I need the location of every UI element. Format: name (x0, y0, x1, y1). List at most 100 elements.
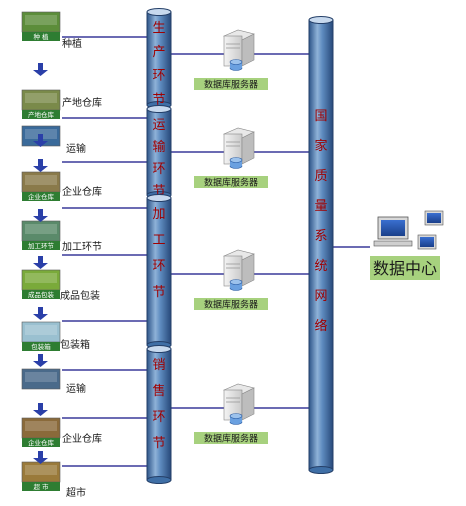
stage-photo-highlight (25, 273, 57, 283)
pipe-bottom (146, 476, 172, 484)
stage-6: 成品包装成品包装 (21, 269, 100, 302)
server-label: 数据库服务器 (204, 299, 258, 311)
arrow-head (33, 70, 48, 76)
server-side (241, 33, 255, 67)
stage-label: 成品包装 (60, 289, 100, 302)
database-server-3: 数据库服务器 (194, 249, 268, 311)
stage-8: 运输 (21, 368, 86, 395)
server-label-bg (194, 432, 268, 444)
stage-label: 运输 (66, 382, 86, 395)
stage-photo-highlight (25, 15, 57, 25)
monitor-screen-small (427, 213, 441, 223)
stage-label: 产地仓库 (62, 96, 102, 109)
network-pipe-bottom (308, 466, 334, 474)
database-server-2: 数据库服务器 (194, 127, 268, 189)
stage-photo-highlight (25, 175, 57, 185)
stage-label: 包装箱 (60, 338, 90, 351)
stage-caption-bg (22, 241, 60, 250)
monitor-screen (381, 220, 405, 236)
stage-10: 超 市 超市 (21, 461, 86, 499)
stage-caption: 超 市 (33, 482, 49, 491)
stage-caption: 包装箱 (31, 342, 51, 351)
stage-label: 加工环节 (62, 241, 102, 253)
stage-photo-highlight (25, 421, 57, 431)
arrow-head (33, 361, 48, 367)
arrow-head (33, 263, 48, 269)
arrow-shaft (38, 256, 43, 264)
arrow-head (33, 314, 48, 320)
down-arrow-icon (33, 159, 48, 172)
arrow-shaft (38, 354, 43, 362)
stage-label: 运输 (66, 142, 86, 155)
stage-9: 企业仓库企业仓库 (21, 417, 102, 447)
pipe-body (146, 197, 172, 346)
down-arrow-icon (33, 354, 48, 367)
arrow-head (33, 166, 48, 172)
monitor-screen-small (420, 237, 434, 247)
stage-caption: 企业仓库 (28, 438, 55, 447)
stage-caption-bg (22, 110, 60, 119)
pipe-top (146, 194, 172, 202)
database-icon-body (230, 62, 242, 68)
arrow-head (33, 216, 48, 222)
arrow-head (33, 410, 48, 416)
pipe-top (146, 105, 172, 113)
pipe-1: 生产环节 (146, 8, 172, 109)
stage-7: 包装箱包装箱 (21, 321, 90, 351)
keyboard-icon (373, 240, 413, 247)
data-center-label: 数据中心 (373, 259, 437, 278)
stage-4: 企业仓库企业仓库 (21, 171, 102, 201)
database-icon-body (230, 160, 242, 166)
server-label-bg (194, 78, 268, 90)
network-pipe: 国家质量系统网络 (308, 16, 334, 474)
stage-caption: 产地仓库 (28, 110, 55, 119)
stage-label: 种植 (62, 37, 82, 50)
stage-photo (21, 368, 61, 390)
database-icon-body (230, 282, 242, 288)
stage-caption: 成品包装 (28, 290, 55, 299)
stage-photo-highlight (25, 325, 57, 335)
down-arrow-icon (33, 403, 48, 416)
database-icon-top (229, 157, 243, 163)
pipe-top (146, 345, 172, 353)
pipe-label: 加工环节 (152, 207, 165, 300)
stage-caption-bg (22, 482, 60, 491)
server-label-bg (194, 298, 268, 310)
arrow-shaft (38, 134, 43, 142)
stage-caption-bg (22, 438, 60, 447)
down-arrow-icon (33, 307, 48, 320)
stage-caption: 种 植 (33, 32, 49, 41)
arrow-shaft (38, 63, 43, 71)
arrow-shaft (38, 451, 43, 459)
arrow-shaft (38, 209, 43, 217)
stage-caption-bg (22, 342, 60, 351)
server-side (241, 253, 255, 287)
server-label: 数据库服务器 (204, 79, 258, 91)
pipe-4: 销售环节 (146, 345, 172, 484)
arrow-head (33, 458, 48, 464)
stage-caption-bg (22, 290, 60, 299)
stage-label: 超市 (66, 486, 86, 499)
pipe-label: 生产环节 (152, 21, 165, 107)
stage-photo-highlight (25, 93, 57, 103)
stage-label: 企业仓库 (62, 185, 102, 198)
stage-1: 种 植种植 (21, 11, 82, 50)
stage-caption: 加工环节 (28, 241, 55, 250)
server-label-bg (194, 176, 268, 188)
pipe-body (146, 11, 172, 106)
stage-photo-highlight (25, 372, 57, 382)
pipe-3: 加工环节 (146, 194, 172, 349)
data-center: 数据中心 (370, 210, 444, 280)
down-arrow-icon (33, 134, 48, 147)
database-icon-top (229, 413, 243, 419)
database-icon-top (229, 59, 243, 65)
pipe-body (146, 108, 172, 196)
arrow-head (33, 141, 48, 147)
stage-label: 企业仓库 (62, 432, 102, 445)
arrow-shaft (38, 403, 43, 411)
pipe-2: 运输环节 (146, 105, 172, 199)
down-arrow-icon (33, 256, 48, 269)
down-arrow-icon (33, 451, 48, 464)
